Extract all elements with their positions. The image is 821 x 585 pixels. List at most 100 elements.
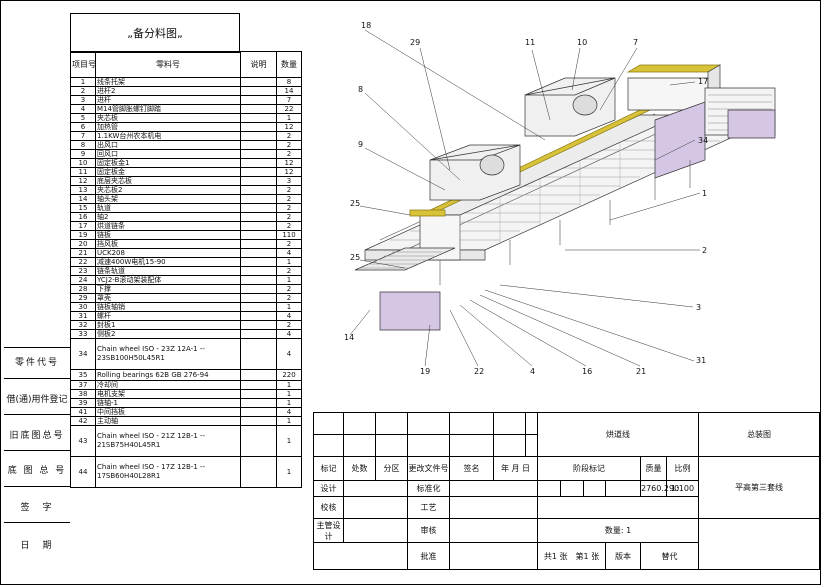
bom-item-no: 8 xyxy=(70,140,96,150)
bom-item-qty: 4 xyxy=(276,311,302,321)
bom-item-note xyxy=(240,293,277,303)
count-label: 处数 xyxy=(343,456,376,481)
bom-item-note xyxy=(240,167,277,177)
side-divider xyxy=(4,522,70,523)
approve-label: 批准 xyxy=(407,542,450,570)
bom-item-qty: 12 xyxy=(276,158,302,168)
callout-16: 16 xyxy=(582,367,592,376)
side-label-part-code: 零件代号 xyxy=(14,358,59,368)
craft-label: 工艺 xyxy=(407,496,450,519)
callout-3: 3 xyxy=(696,303,701,312)
bom-item-name: Rolling bearings 62B GB 276-94 xyxy=(95,369,241,381)
bom-item-qty: 2 xyxy=(276,221,302,231)
bom-item-name: M14管脚胀螺钉脚踏 xyxy=(95,104,241,114)
bom-item-no: 44 xyxy=(70,456,96,488)
bom-item-qty: 1 xyxy=(276,425,302,457)
review-label: 审核 xyxy=(407,518,450,543)
bom-item-no: 10 xyxy=(70,158,96,168)
bom-item-note xyxy=(240,425,277,457)
bom-item-note xyxy=(240,131,277,141)
bom-item-name: 罩壳 xyxy=(95,293,241,303)
bom-item-qty: 2 xyxy=(276,239,302,249)
bom-item-qty: 1 xyxy=(276,275,302,285)
std-label: 标准化 xyxy=(407,480,450,497)
bom-item-note xyxy=(240,221,277,231)
bom-item-name: 轴头架 xyxy=(95,194,241,204)
bom-item-note xyxy=(240,407,277,417)
bom-item-no: 23 xyxy=(70,266,96,276)
bom-header-part: 零料号 xyxy=(95,51,241,78)
bom-item-note xyxy=(240,398,277,408)
bom-item-qty: 1 xyxy=(276,389,302,399)
design-label: 设计 xyxy=(313,480,344,497)
zone-label: 分区 xyxy=(375,456,408,481)
bom-header-qty: 数量 xyxy=(276,51,302,78)
bom-item-qty: 8 xyxy=(276,77,302,87)
bom-item-no: 21 xyxy=(70,248,96,258)
callout-4: 4 xyxy=(530,367,535,376)
bom-item-qty: 1 xyxy=(276,456,302,488)
replace-label: 替代 xyxy=(639,542,700,570)
bom-item-qty: 22 xyxy=(276,104,302,114)
bom-item-qty: 2 xyxy=(276,149,302,159)
assembly-drawing: 18 29 11 10 7 8 17 34 9 1 25 25 2 3 14 1… xyxy=(344,21,776,376)
bom-item-note xyxy=(240,212,277,222)
bom-item-no: 20 xyxy=(70,239,96,249)
bom-item-no: 29 xyxy=(70,293,96,303)
sheets-info: 共1 张 第1 张 xyxy=(537,542,606,570)
bom-item-name: 线条托架 xyxy=(95,77,241,87)
bom-item-qty: 2 xyxy=(276,266,302,276)
bom-item-qty: 2 xyxy=(276,194,302,204)
bom-item-no: 15 xyxy=(70,203,96,213)
bom-item-name: 主动轴 xyxy=(95,416,241,426)
chief-design-label: 主管设计 xyxy=(313,518,344,543)
callout-25-bottom: 25 xyxy=(350,253,360,262)
bom-item-no: 28 xyxy=(70,284,96,294)
bom-item-note xyxy=(240,311,277,321)
bom-item-name: 冷却间 xyxy=(95,380,241,390)
bom-item-name: 螺杆 xyxy=(95,311,241,321)
bom-item-name: 加热管 xyxy=(95,122,241,132)
bom-title: „备分料图„ xyxy=(70,13,240,53)
bom-item-no: 39 xyxy=(70,398,96,408)
bom-item-qty: 14 xyxy=(276,86,302,96)
callout-7: 7 xyxy=(633,38,638,47)
bom-item-name: 链板轴销 xyxy=(95,302,241,312)
bom-item-qty: 2 xyxy=(276,284,302,294)
bom-item-no: 38 xyxy=(70,389,96,399)
bom-item-no: 22 xyxy=(70,257,96,267)
bom-item-name: 挡风板 xyxy=(95,239,241,249)
bom-item-name: 出风口 xyxy=(95,140,241,150)
scale-label: 比例 xyxy=(665,456,700,481)
bom-item-qty: 1 xyxy=(276,398,302,408)
bom-item-note xyxy=(240,95,277,105)
bom-item-no: 14 xyxy=(70,194,96,204)
callout-10: 10 xyxy=(577,38,587,47)
bom-item-name: Chain wheel ISO - 23Z 12A-1 -- 23SB100H5… xyxy=(95,338,241,370)
scale-value: 1:100 xyxy=(665,480,700,497)
bom-item-no: 34 xyxy=(70,338,96,370)
bom-item-qty: 2 xyxy=(276,140,302,150)
bom-item-qty: 7 xyxy=(276,95,302,105)
bom-item-note xyxy=(240,185,277,195)
side-label-borrow: 借(通)用件登记 xyxy=(6,395,68,405)
callout-21: 21 xyxy=(636,367,646,376)
bom-item-note xyxy=(240,248,277,258)
bom-item-note xyxy=(240,194,277,204)
bom-item-qty: 12 xyxy=(276,167,302,177)
bom-item-name: 减速400W电机15-90 xyxy=(95,257,241,267)
